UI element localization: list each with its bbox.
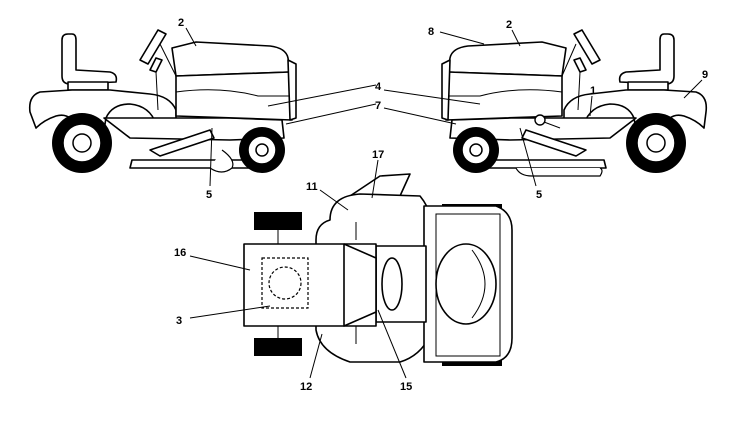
callout-17: 17: [372, 149, 384, 161]
callout-9: 9: [702, 69, 708, 81]
leader-lines: [185, 27, 703, 379]
callout-11: 11: [306, 181, 318, 193]
callout-5-right: 5: [536, 189, 542, 201]
mower-top-view: [243, 173, 513, 366]
callout-5-left: 5: [206, 189, 212, 201]
mower-right-side-view: [441, 29, 708, 177]
callout-2-left: 2: [178, 17, 184, 29]
callout-15: 15: [400, 381, 412, 393]
callout-7: 7: [375, 100, 381, 112]
callout-labels: 2 5 4 7 8 2 1 9 5 17 11 16 3 12 15: [174, 17, 708, 393]
callout-16: 16: [174, 247, 186, 259]
mower-left-side-view: [28, 29, 297, 173]
callout-8: 8: [428, 26, 434, 38]
callout-2-right: 2: [506, 19, 512, 31]
callout-12: 12: [300, 381, 312, 393]
callout-1: 1: [590, 85, 596, 97]
callout-3: 3: [176, 315, 182, 327]
callout-4: 4: [375, 81, 382, 93]
